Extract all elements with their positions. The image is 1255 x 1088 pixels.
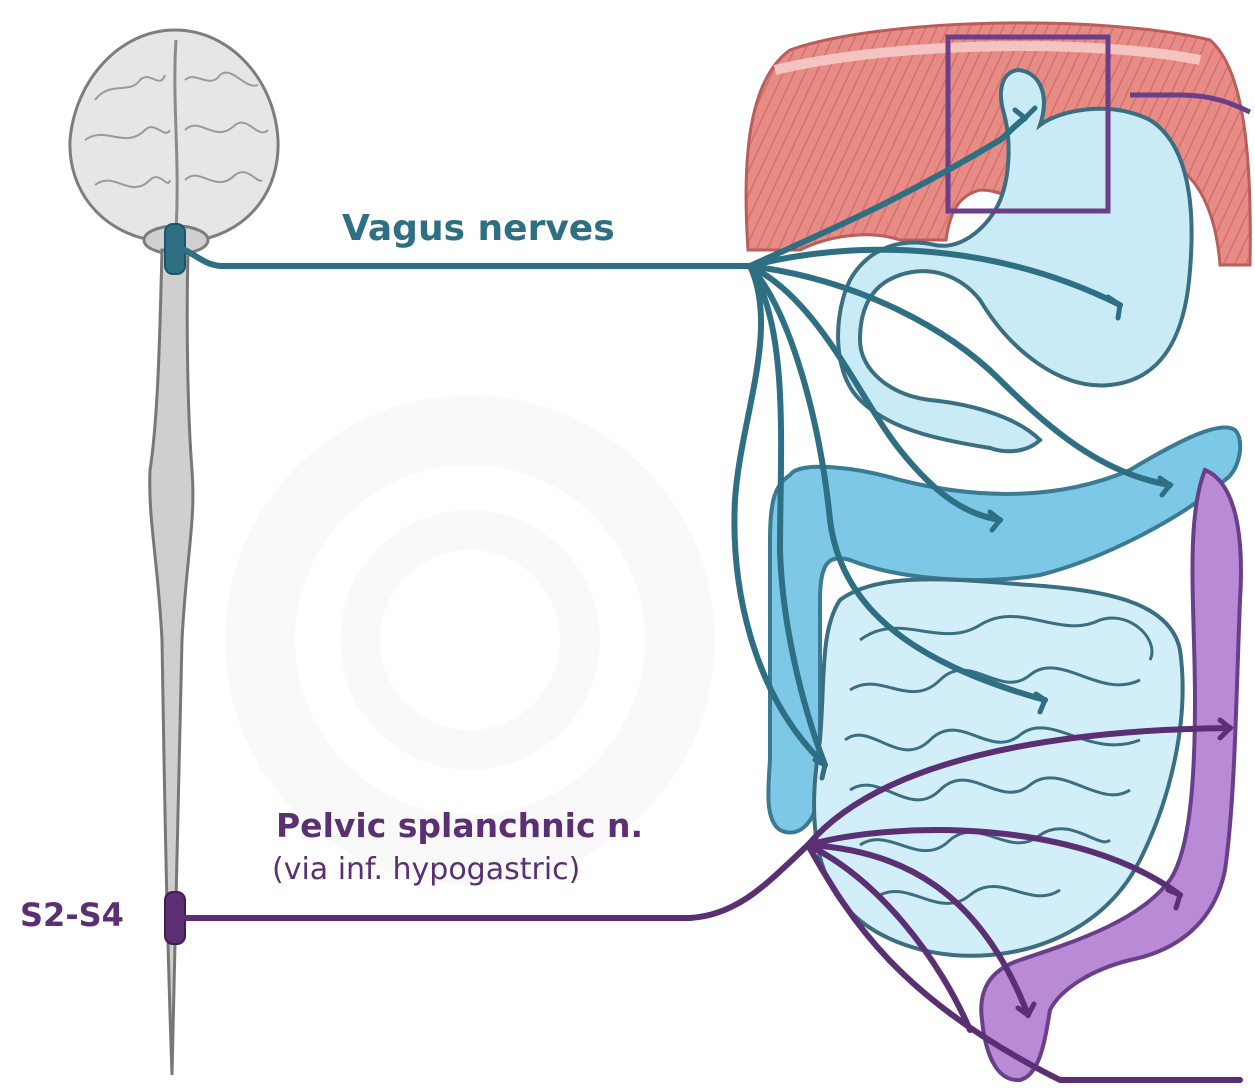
s2-s4-label: S2-S4	[20, 896, 124, 934]
watermark	[260, 430, 680, 850]
pelvic-splanchnic-label: Pelvic splanchnic n.	[276, 806, 643, 845]
small-intestine	[814, 579, 1183, 955]
brain	[70, 30, 278, 254]
spinal-cord	[150, 250, 193, 1075]
vagus-nerves-label: Vagus nerves	[342, 208, 615, 249]
pelvic-splanchnic-sublabel: (via inf. hypogastric)	[272, 852, 580, 887]
vagus-nucleus-marker	[165, 224, 185, 274]
